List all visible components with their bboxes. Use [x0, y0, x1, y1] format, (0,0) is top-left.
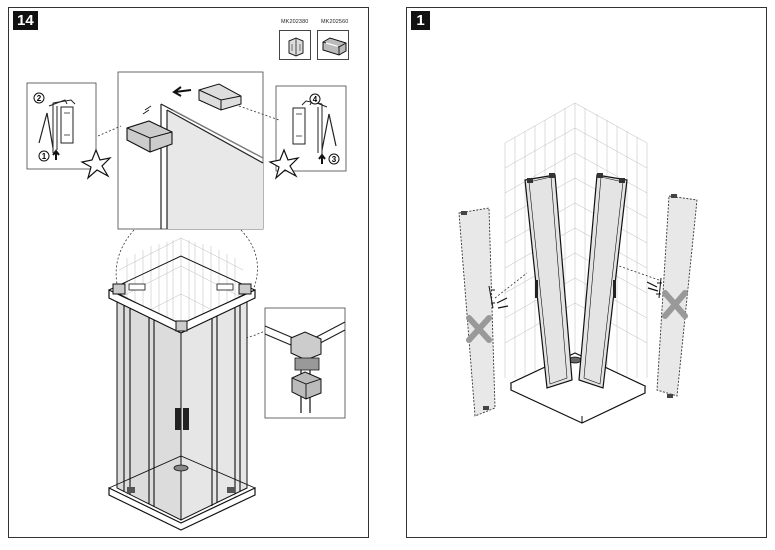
callout-number: 2: [37, 94, 42, 103]
detail-inset-center: [117, 71, 264, 230]
handle-left: [175, 408, 181, 430]
zoom-inset-corner: [264, 307, 346, 419]
step-1-panel: 1: [406, 7, 767, 538]
step-14-panel: 14 MK202380 MK202560 2 1: [8, 7, 369, 538]
callout-number: 4: [313, 95, 318, 104]
fixed-panel-left-wrong: [458, 207, 509, 417]
profile-cap-part-icon: [322, 37, 347, 56]
up-arrow-icon: [52, 149, 60, 160]
click-star-icon: [268, 148, 300, 180]
step-number-badge: 1: [411, 11, 430, 30]
callout-circle: [38, 150, 50, 162]
sliding-door-right: [578, 173, 628, 389]
step-number-badge: 14: [13, 11, 38, 30]
detail-inset-right: 4 3: [275, 85, 347, 172]
shower-tray: [509, 352, 647, 424]
click-star-icon: [80, 148, 112, 180]
callout-circle: [309, 93, 321, 105]
fixed-panel-right-wrong: [646, 194, 698, 398]
callout-number: 3: [332, 155, 337, 164]
step-1-illustration: [458, 102, 698, 424]
left-arrow-icon: [172, 86, 192, 97]
handle-right: [183, 408, 189, 430]
part-box-mk202560: [317, 30, 349, 60]
up-arrow-icon: [318, 153, 326, 164]
part-box-mk202380: [279, 30, 311, 60]
detail-inset-left: 2 1: [26, 82, 97, 170]
part-code-label: MK202380: [281, 19, 309, 25]
part-code-label: MK202560: [321, 19, 349, 25]
step-14-illustration: 2 1: [26, 71, 347, 531]
shower-enclosure: [108, 255, 256, 531]
callout-number: 1: [42, 152, 47, 161]
drain-icon: [173, 464, 189, 472]
corner-bracket-part-icon: [288, 37, 304, 57]
wrong-x-icon: [466, 315, 492, 343]
sliding-door-left: [524, 173, 573, 389]
wall-grid: [504, 102, 648, 378]
callout-circle: [33, 92, 45, 104]
wrong-x-icon: [662, 290, 688, 319]
callout-circle: [328, 153, 340, 165]
